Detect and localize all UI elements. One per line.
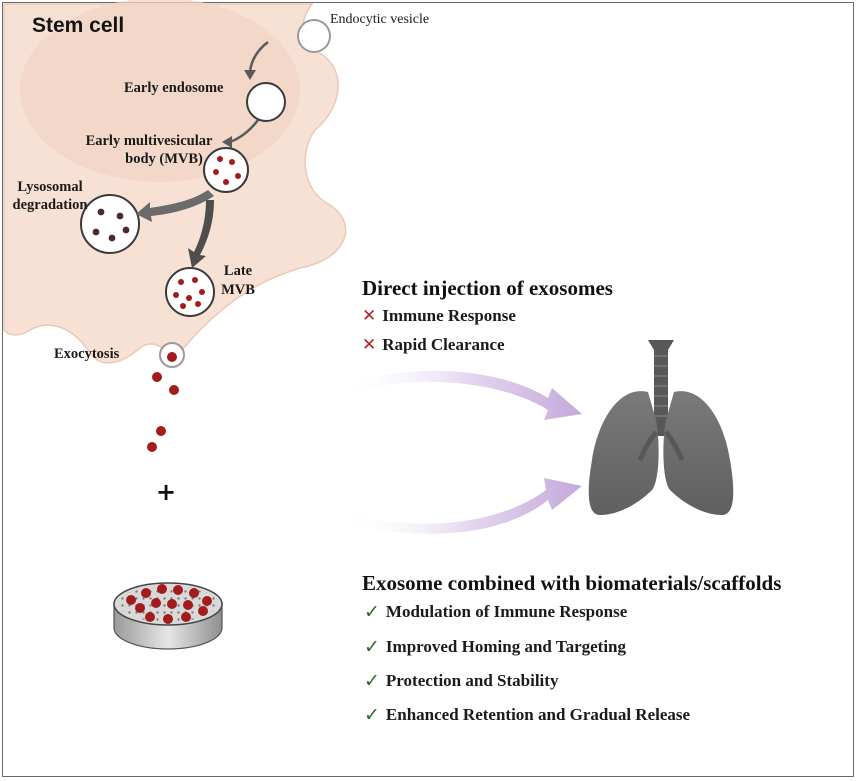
label-late-mvb: Late MVB: [218, 262, 258, 300]
label-early-mvb: Early multivesicular body (MVB): [79, 132, 219, 168]
exocytosis-vesicle: [159, 342, 185, 368]
label-late-mvb-line1: Late: [223, 263, 253, 279]
combined-item-label: Protection and Stability: [385, 671, 559, 690]
label-late-mvb-line2: MVB: [221, 282, 255, 298]
combined-item-2: ✓ Improved Homing and Targeting: [364, 636, 626, 658]
label-endocytic-vesicle: Endocytic vesicle: [330, 12, 430, 27]
direct-injection-item-label: Immune Response: [382, 306, 516, 325]
stem-cell-title: Stem cell: [32, 14, 125, 37]
direct-injection-item-label: Rapid Clearance: [382, 335, 505, 354]
label-early-mvb-line2: body (MVB): [125, 151, 203, 167]
late-mvb: [165, 267, 215, 317]
label-lysosomal-line1: Lysosomal: [17, 179, 83, 195]
released-exosomes: [147, 372, 179, 452]
checkmark-icon: ✓: [364, 601, 380, 623]
combined-item-1: ✓ Modulation of Immune Response: [364, 601, 627, 623]
checkmark-icon: ✓: [364, 636, 380, 658]
direct-injection-item-1: ✕ Immune Response: [362, 306, 516, 326]
checkmark-icon: ✓: [364, 704, 380, 726]
direct-injection-heading: Direct injection of exosomes: [362, 276, 613, 300]
combined-heading: Exosome combined with biomaterials/scaff…: [362, 571, 782, 595]
label-exocytosis: Exocytosis: [54, 346, 120, 362]
nucleus: [20, 0, 300, 182]
lungs-icon: [588, 340, 734, 515]
checkmark-icon: ✓: [364, 670, 380, 692]
endocytic-vesicle: [297, 19, 331, 53]
arrow-combined-delivery: [340, 478, 582, 534]
combined-item-label: Modulation of Immune Response: [385, 602, 628, 621]
cross-icon: ✕: [362, 306, 377, 326]
combined-item-4: ✓ Enhanced Retention and Gradual Release: [364, 704, 690, 726]
scaffold-dish-icon: [113, 582, 223, 650]
pathway-arrows: [229, 41, 269, 144]
lysosome: [80, 194, 140, 254]
label-lysosomal-degradation: Lysosomal degradation: [6, 178, 94, 214]
label-early-mvb-line1: Early multivesicular: [85, 133, 213, 149]
combined-item-3: ✓ Protection and Stability: [364, 670, 558, 692]
combined-item-label: Enhanced Retention and Gradual Release: [385, 705, 691, 724]
arrow-to-late-mvb: [188, 200, 214, 268]
plus-sign: +: [156, 478, 177, 506]
arrow-direct-injection: [338, 370, 582, 420]
arrow-to-lysosome: [136, 190, 214, 222]
pathway-arrowheads: [222, 70, 256, 148]
early-endosome: [246, 82, 286, 122]
early-mvb: [203, 147, 249, 193]
combined-item-label: Improved Homing and Targeting: [385, 637, 627, 656]
direct-injection-item-2: ✕ Rapid Clearance: [362, 335, 505, 355]
label-lysosomal-line2: degradation: [12, 197, 88, 213]
cross-icon: ✕: [362, 335, 377, 355]
label-early-endosome: Early endosome: [124, 80, 224, 96]
